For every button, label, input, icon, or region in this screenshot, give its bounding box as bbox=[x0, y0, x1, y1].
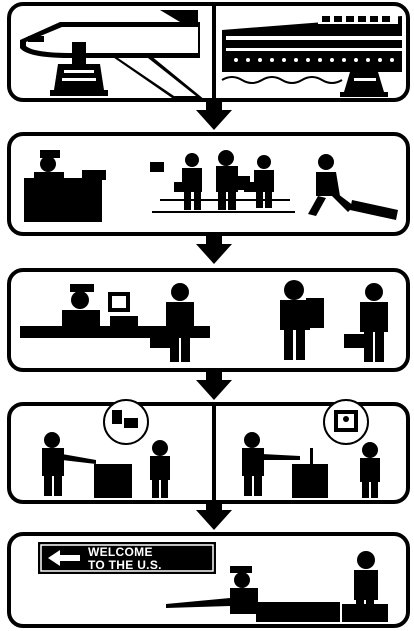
traveler-with-suitcase-icon bbox=[344, 283, 388, 362]
down-arrow-icon bbox=[196, 370, 232, 400]
gangway-icon bbox=[340, 72, 388, 97]
panel-welcome: WELCOME TO THE U.S. bbox=[7, 532, 410, 628]
welcome-sign-line2: TO THE U.S. bbox=[88, 558, 162, 572]
airstair-icon bbox=[50, 42, 108, 96]
officer-pointing-icon bbox=[166, 566, 340, 622]
welcome-sign: WELCOME TO THE U.S. bbox=[38, 542, 216, 574]
passengers-queue-icon bbox=[150, 150, 295, 213]
panel-arrival bbox=[7, 2, 410, 102]
down-arrow-icon bbox=[196, 502, 232, 530]
ship-icon bbox=[221, 14, 402, 84]
fingerprint-scan-icon bbox=[42, 399, 170, 498]
down-arrow-icon bbox=[196, 234, 232, 264]
down-arrow-icon bbox=[196, 100, 232, 130]
traveler-walking-icon bbox=[308, 154, 398, 220]
airplane-icon bbox=[20, 10, 205, 100]
photo-capture-icon bbox=[242, 399, 380, 498]
panel-queue bbox=[7, 132, 410, 236]
inspection-desk-icon bbox=[24, 150, 106, 222]
arrow-left-icon bbox=[48, 550, 80, 566]
panel-counter bbox=[7, 268, 410, 372]
welcome-sign-line1: WELCOME bbox=[88, 545, 153, 559]
traveler-leaving-icon bbox=[342, 551, 388, 622]
traveler-with-backpack-icon bbox=[280, 280, 324, 360]
traveler-at-counter-icon bbox=[150, 283, 194, 362]
panel-biometrics bbox=[7, 399, 410, 504]
